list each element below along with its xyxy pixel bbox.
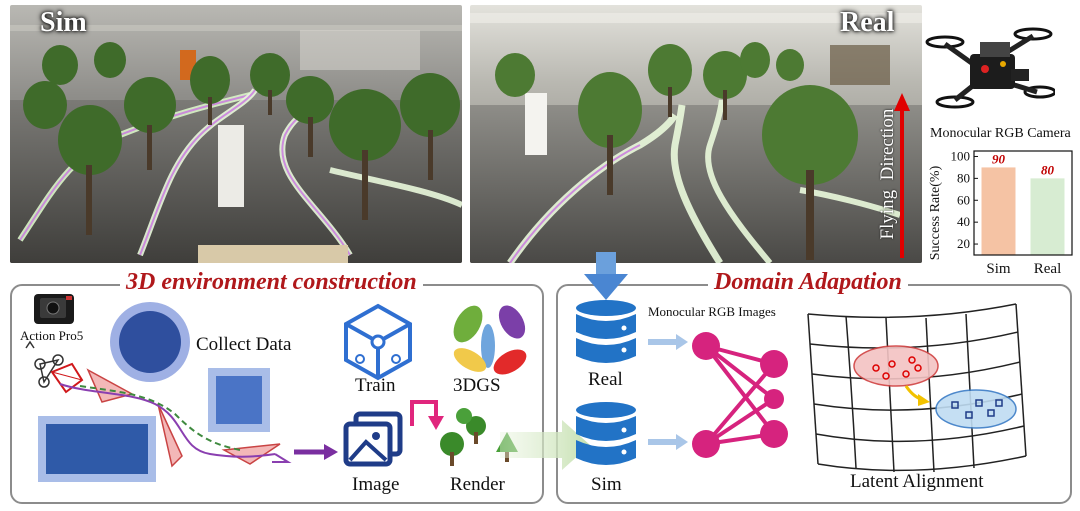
construction-title: 3D environment construction [120,269,423,296]
latent-alignment-label: Latent Alignment [850,471,984,492]
chart-category-label-sim: Sim [986,261,1011,277]
drone-icon [925,27,1055,109]
sim-input-arrow [500,420,590,470]
flying-direction-label: Flying Direction [877,108,898,240]
flying-direction-arrow [894,93,910,258]
small-drone-icon [34,354,64,388]
chart-category-label-real: Real [1034,261,1062,277]
success-rate-chart: Success Rate(%) 20 40 60 80 100 90 80 Sim Real [928,148,1073,277]
rgb-images-label: Monocular RGB Images [648,304,776,319]
chart-y-tick-label-3: 80 [957,170,970,185]
drone-camera-label: Monocular RGB Camera [930,126,1071,141]
adaptation-diagram [576,300,1027,473]
sim-db-label: Sim [591,474,622,495]
action-camera-label: Action Pro5 [20,328,84,343]
chart-y-tick-label-0: 20 [957,236,970,251]
down-arrow [584,252,628,300]
sim-photo-label: Sim [40,7,87,38]
render-label: Render [450,474,505,495]
action-camera-icon [34,294,74,324]
chart-bar-sim [981,167,1016,255]
neural-network-icon [692,332,788,458]
chart-y-tick-label-2: 60 [957,192,970,207]
gaussian-splat-icon [453,305,527,375]
chart-y-axis-label: Success Rate(%) [928,165,943,260]
sim-database-icon [576,402,636,465]
chart-value-label-real: 80 [1041,162,1055,177]
chart-y-tick-label-4: 100 [951,148,971,163]
collect-data-label: Collect Data [196,334,292,355]
latent-grid-icon [807,303,1027,473]
image-label: Image [352,474,400,495]
sim-photo: Sim [10,5,462,263]
image-icon [343,411,403,467]
real-db-label: Real [588,369,623,390]
chart-value-label-sim: 90 [992,151,1006,166]
real-database-icon [576,300,636,363]
real-photo-label: Real [840,7,895,38]
adaptation-title: Domain Adapation [708,269,908,296]
gs-label: 3DGS [453,375,501,396]
train-label: Train [355,375,396,396]
real-photo: Real Flying Direction [470,5,922,263]
chart-bar-real [1030,178,1065,255]
chart-y-tick-label-1: 40 [957,214,970,229]
